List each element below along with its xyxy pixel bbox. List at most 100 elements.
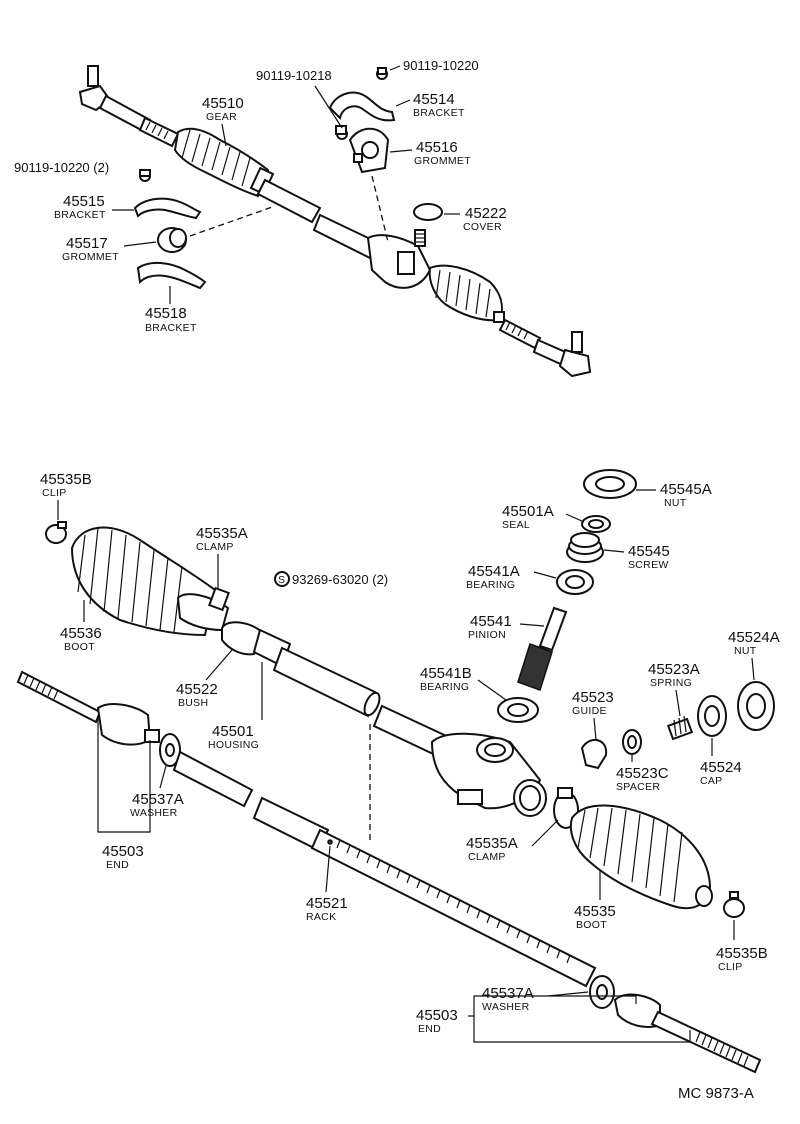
- svg-text:SEAL: SEAL: [502, 519, 530, 531]
- svg-text:BEARING: BEARING: [420, 681, 469, 693]
- svg-text:45535A: 45535A: [196, 525, 248, 542]
- svg-text:CLIP: CLIP: [718, 961, 743, 973]
- label-guide: 45523 GUIDE: [572, 689, 614, 741]
- label-bolt-c: 90119-10220 (2): [14, 160, 109, 175]
- svg-text:45536: 45536: [60, 625, 102, 642]
- label-grommet-45517: 45517 GROMMET: [62, 235, 157, 263]
- svg-text:GROMMET: GROMMET: [62, 251, 119, 263]
- gear-housing-part: [430, 732, 547, 817]
- label-bracket-45514: 45514 BRACKET: [395, 91, 465, 119]
- svg-text:END: END: [418, 1023, 441, 1035]
- label-clamp-left: 45535A CLAMP: [196, 525, 248, 590]
- tie-rod-end-right-top: [498, 318, 592, 378]
- svg-text:45521: 45521: [306, 895, 348, 912]
- svg-text:45514: 45514: [413, 91, 455, 108]
- svg-text:CLAMP: CLAMP: [196, 541, 234, 553]
- bottom-assembly: 45535B CLIP 45535A CLAMP S 93269-63020 (…: [16, 469, 780, 1074]
- label-clamp-right: 45535A CLAMP: [466, 819, 559, 863]
- svg-text:45501A: 45501A: [502, 503, 554, 520]
- spacer-part: [622, 729, 642, 755]
- svg-text:CLAMP: CLAMP: [468, 851, 506, 863]
- label-bearing-45541B: 45541B BEARING: [420, 665, 507, 701]
- svg-text:CAP: CAP: [700, 775, 723, 787]
- label-rack: 45521 RACK: [306, 845, 348, 923]
- washer-left-part: [159, 733, 181, 767]
- svg-text:45501: 45501: [212, 723, 254, 740]
- svg-text:45524: 45524: [700, 759, 742, 776]
- svg-text:HOUSING: HOUSING: [208, 739, 259, 751]
- label-bolt-b: 90119-10220: [389, 58, 479, 73]
- svg-text:PINION: PINION: [468, 629, 506, 641]
- svg-text:45516: 45516: [416, 139, 458, 156]
- svg-text:45503: 45503: [102, 843, 144, 860]
- label-gear: 45510 GEAR: [202, 95, 244, 147]
- label-grommet-45516: 45516 GROMMET: [389, 139, 471, 167]
- label-bush: 45522 BUSH: [176, 649, 233, 709]
- nut-45524A-part: [737, 681, 775, 731]
- label-screw-note: S 93269-63020 (2): [274, 571, 388, 587]
- label-seal: 45501A SEAL: [502, 503, 585, 531]
- svg-text:BRACKET: BRACKET: [145, 322, 197, 334]
- pinion-part: [517, 606, 568, 691]
- grommet-45516-part: [335, 125, 390, 174]
- svg-text:BOOT: BOOT: [576, 919, 607, 931]
- label-clip-left: 45535B CLIP: [40, 471, 92, 520]
- bracket-45515-part: [133, 169, 202, 220]
- svg-text:45535A: 45535A: [466, 835, 518, 852]
- screw-part: [566, 532, 604, 563]
- svg-text:45523A: 45523A: [648, 661, 700, 678]
- svg-text:45523C: 45523C: [616, 765, 669, 782]
- svg-text:45545: 45545: [628, 543, 670, 560]
- washer-right-part: [589, 975, 615, 1009]
- svg-text:END: END: [106, 859, 129, 871]
- seal-part: [581, 515, 611, 533]
- bearing-45541A-part: [556, 569, 594, 595]
- spring-part: [666, 715, 694, 741]
- svg-text:CLIP: CLIP: [42, 487, 67, 499]
- svg-text:NUT: NUT: [734, 645, 757, 657]
- svg-text:GROMMET: GROMMET: [414, 155, 471, 167]
- label-housing: 45501 HOUSING: [208, 662, 263, 751]
- label-boot-left: 45536 BOOT: [60, 600, 102, 653]
- svg-text:BRACKET: BRACKET: [54, 209, 106, 221]
- label-cover: 45222 COVER: [444, 205, 507, 233]
- svg-text:45503: 45503: [416, 1007, 458, 1024]
- guide-part: [580, 739, 608, 770]
- label-cap: 45524 CAP: [700, 738, 742, 787]
- bearing-45541B-part: [497, 697, 539, 723]
- svg-text:45535B: 45535B: [716, 945, 768, 962]
- svg-text:45515: 45515: [63, 193, 105, 210]
- svg-text:45518: 45518: [145, 305, 187, 322]
- label-spring: 45523A SPRING: [648, 661, 700, 717]
- svg-text:45537A: 45537A: [132, 791, 184, 808]
- svg-text:90119-10218: 90119-10218: [256, 68, 332, 83]
- svg-text:45541B: 45541B: [420, 665, 472, 682]
- label-pinion: 45541 PINION: [468, 613, 545, 641]
- gear-right-boot-top: [428, 264, 505, 323]
- svg-text:COVER: COVER: [463, 221, 502, 233]
- label-washer-right: 45537A WASHER: [482, 985, 589, 1013]
- boot-right-part: [570, 804, 713, 910]
- svg-text:BEARING: BEARING: [466, 579, 515, 591]
- label-bracket-45518: 45518 BRACKET: [145, 286, 197, 334]
- svg-text:SCREW: SCREW: [628, 559, 669, 571]
- svg-text:BUSH: BUSH: [178, 697, 208, 709]
- svg-text:BOOT: BOOT: [64, 641, 95, 653]
- svg-text:45545A: 45545A: [660, 481, 712, 498]
- end-left-part: [16, 670, 160, 746]
- svg-text:45535: 45535: [574, 903, 616, 920]
- svg-text:45524A: 45524A: [728, 629, 780, 646]
- svg-text:BRACKET: BRACKET: [413, 107, 465, 119]
- end-right-part: [613, 993, 762, 1074]
- clip-right-part: [723, 891, 745, 918]
- gear-boot-top: [173, 127, 275, 198]
- svg-text:GUIDE: GUIDE: [572, 705, 607, 717]
- svg-text:NUT: NUT: [664, 497, 687, 509]
- label-spacer: 45523C SPACER: [616, 754, 669, 793]
- svg-text:45541A: 45541A: [468, 563, 520, 580]
- svg-text:45517: 45517: [66, 235, 108, 252]
- svg-text:WASHER: WASHER: [482, 1001, 530, 1013]
- bracket-45518-part: [136, 262, 207, 290]
- svg-text:S: S: [278, 574, 285, 586]
